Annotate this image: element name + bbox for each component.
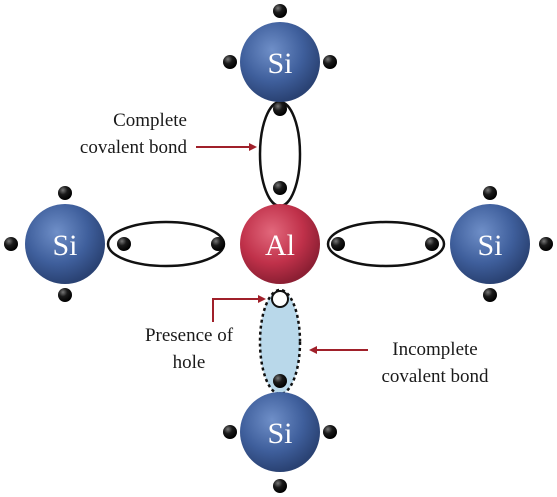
electron <box>273 181 287 195</box>
electron <box>539 237 553 251</box>
si-atom-left: Si <box>25 204 105 284</box>
hole-label-line1: Presence of <box>145 325 234 346</box>
al-atom-center: Al <box>240 204 320 284</box>
electron <box>4 237 18 251</box>
electron <box>223 55 237 69</box>
electron <box>483 186 497 200</box>
electron <box>223 425 237 439</box>
electron <box>483 288 497 302</box>
si-atom-bottom-label: Si <box>267 417 292 450</box>
si-atom-top-label: Si <box>267 47 292 80</box>
complete-bond-label-line2: covalent bond <box>80 137 188 158</box>
hole-arrow <box>212 295 266 322</box>
electron <box>58 186 72 200</box>
electron <box>273 374 287 388</box>
si-atom-top: Si <box>240 22 320 102</box>
electron <box>273 4 287 18</box>
electron <box>323 55 337 69</box>
electron <box>273 479 287 493</box>
electrons <box>4 4 553 493</box>
electron <box>211 237 225 251</box>
si-atom-right: Si <box>450 204 530 284</box>
hole <box>271 290 289 308</box>
incomplete-bond-bottom <box>258 288 302 396</box>
electron <box>273 102 287 116</box>
hole-label-line2: hole <box>173 352 206 373</box>
incomplete-bond-label-line1: Incomplete <box>392 339 477 360</box>
si-atom-left-label: Si <box>52 229 77 262</box>
electron <box>425 237 439 251</box>
al-atom-center-label: Al <box>265 229 295 262</box>
electron <box>323 425 337 439</box>
electron <box>58 288 72 302</box>
complete-bond-label-line1: Complete <box>113 110 187 131</box>
electron <box>331 237 345 251</box>
incomplete-bond-label-line2: covalent bond <box>381 366 489 387</box>
complete-bond-right <box>326 220 446 268</box>
si-atom-bottom: Si <box>240 392 320 472</box>
electron <box>117 237 131 251</box>
si-atom-right-label: Si <box>477 229 502 262</box>
